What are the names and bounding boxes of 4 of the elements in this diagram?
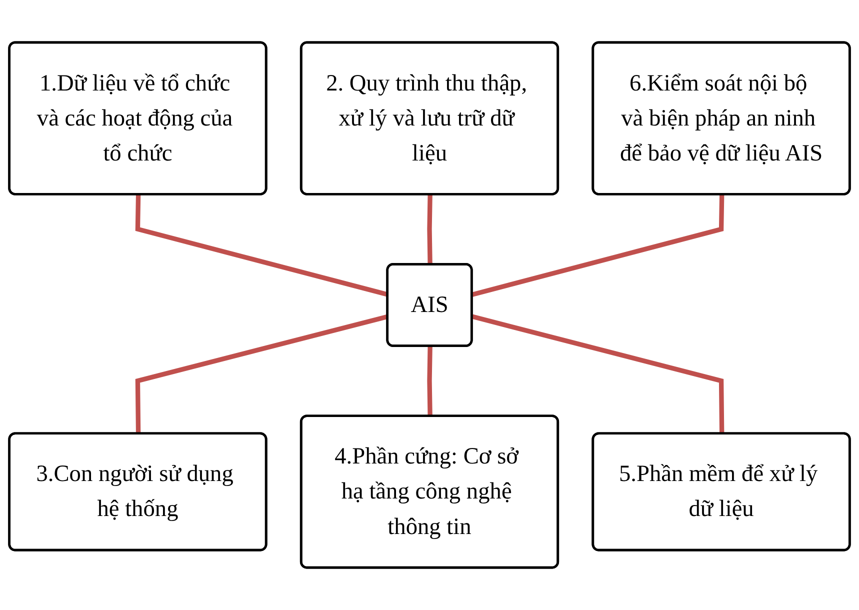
- connector: [472, 314, 724, 434]
- connector: [427, 194, 432, 265]
- connector: [427, 346, 432, 416]
- connector: [472, 194, 724, 297]
